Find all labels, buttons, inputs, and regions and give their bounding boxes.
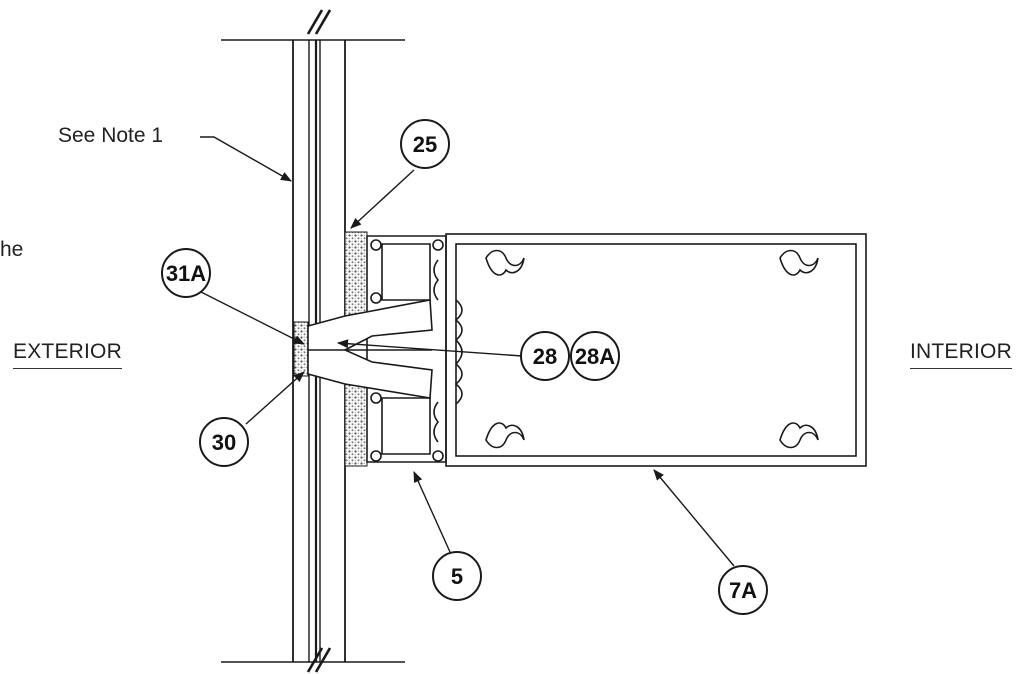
callout-30: 30 (199, 417, 249, 467)
interior-label: INTERIOR (910, 340, 1012, 369)
callout-25: 25 (400, 119, 450, 169)
svg-text:30: 30 (212, 430, 236, 455)
exterior-label: EXTERIOR (13, 340, 122, 369)
svg-text:28A: 28A (575, 344, 615, 369)
svg-text:28: 28 (533, 344, 557, 369)
adaptor-extrusion (366, 235, 447, 463)
svg-text:7A: 7A (729, 578, 757, 603)
callout-31a: 31A (161, 248, 211, 298)
interior-label-text: INTERIOR (910, 340, 1012, 363)
svg-text:25: 25 (413, 132, 437, 157)
see-note-label: See Note 1 (58, 124, 164, 147)
svg-text:5: 5 (451, 564, 463, 589)
mullion-tube (445, 233, 867, 467)
svg-text:31A: 31A (166, 261, 206, 286)
callout-5: 5 (432, 551, 482, 601)
edge-text-fragment: he (0, 238, 24, 261)
anchor-fin (307, 299, 433, 399)
exterior-label-text: EXTERIOR (13, 340, 122, 363)
callout-7a: 7A (718, 565, 768, 615)
callout-28a: 28A (570, 331, 620, 381)
leader-lines (200, 136, 735, 567)
callout-28: 28 (520, 331, 570, 381)
